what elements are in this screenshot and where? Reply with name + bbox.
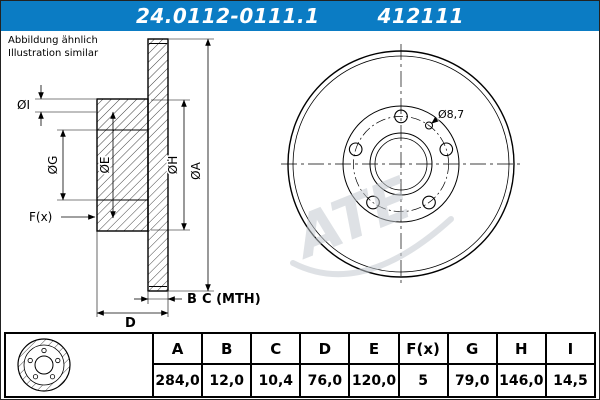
value-g: 79,0 <box>446 365 496 396</box>
value-d: 76,0 <box>299 365 348 396</box>
dim-label-h: ØH <box>166 156 180 174</box>
value-i: 14,5 <box>544 365 594 396</box>
col-header-c: C <box>250 334 300 365</box>
locating-hole <box>425 121 433 130</box>
dim-label-b: B <box>187 292 197 307</box>
dim-label-c-mth: C (MTH) <box>202 292 261 307</box>
col-header-g: G <box>446 334 496 365</box>
part-number: 24.0112-0111.1 <box>135 4 320 28</box>
dim-label-i: ØI <box>17 98 30 112</box>
col-header-a: A <box>152 334 202 365</box>
disc-cross-section <box>96 38 169 292</box>
value-c: 10,4 <box>250 365 299 396</box>
disc-front-view: Ø8,7 <box>281 44 521 284</box>
col-header-h: H <box>495 334 545 365</box>
similarity-note: Abbildung ähnlich Illustration similar <box>8 34 98 60</box>
value-e: 120,0 <box>348 365 397 396</box>
reference-number: 412111 <box>377 4 465 28</box>
value-a: 284,0 <box>152 365 201 396</box>
col-header-i: I <box>544 334 594 365</box>
dim-label-e: ØE <box>98 156 112 173</box>
note-line-en: Illustration similar <box>8 48 99 59</box>
value-fx: 5 <box>397 365 447 396</box>
dim-label-a: ØA <box>189 161 203 179</box>
col-header-e: E <box>348 334 398 365</box>
disc-icon-cell <box>6 334 152 396</box>
value-h: 146,0 <box>495 365 545 396</box>
dim-label-fx: F(x) <box>29 210 52 224</box>
ate-watermark: ATE <box>282 164 454 278</box>
note-line-de: Abbildung ähnlich <box>8 35 98 46</box>
spec-table: A B C D E F(x) G H I 284,0 12,0 10,4 76,… <box>4 332 596 398</box>
col-header-b: B <box>201 334 251 365</box>
dim-label-d: D <box>125 316 136 331</box>
technical-drawing: ØA ØH ØE ØG ØI F(x) B C (MTH) <box>16 38 521 331</box>
hole-dia-label: Ø8,7 <box>438 108 464 121</box>
value-b: 12,0 <box>201 365 250 396</box>
dim-label-g: ØG <box>46 156 60 175</box>
col-header-d: D <box>299 334 349 365</box>
header-bar: 24.0112-0111.1 412111 <box>1 1 599 31</box>
col-header-fx: F(x) <box>397 334 447 365</box>
brake-disc-icon <box>17 338 71 392</box>
